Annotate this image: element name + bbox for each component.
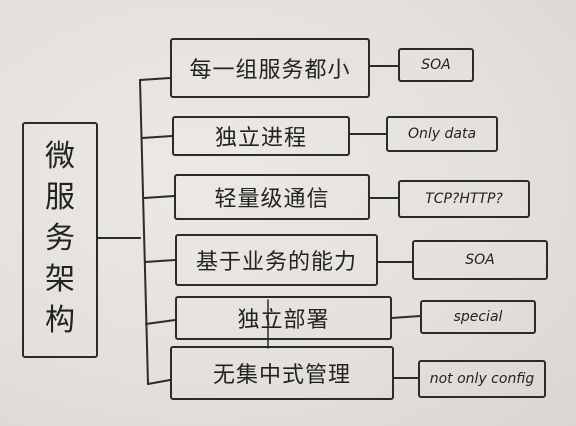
note-node-3: TCP?HTTP? (398, 180, 530, 218)
note-node-4: SOA (412, 240, 548, 280)
branch-connector-1 (139, 77, 171, 81)
note-label-4: SOA (465, 252, 495, 268)
branch-node-2: 独立进程 (172, 116, 350, 156)
note-connector-5 (391, 315, 421, 319)
branch-label-2: 独立进程 (214, 126, 307, 151)
branch-label-6: 无集中式管理 (212, 363, 351, 388)
note-label-2: Only data (407, 126, 477, 142)
branch-node-1: 每一组服务都小 (170, 38, 370, 98)
note-label-3: TCP?HTTP? (425, 191, 503, 207)
root-label: 微服务架构 (45, 139, 75, 338)
branch-connector-6 (147, 379, 171, 385)
branch-connector-3 (143, 195, 175, 199)
note-node-1: SOA (398, 48, 474, 82)
note-node-5: special (420, 300, 536, 334)
note-node-2: Only data (386, 116, 498, 152)
note-node-6: not only config (418, 360, 546, 398)
note-label-6: not only config (429, 371, 535, 387)
spine-line (139, 79, 149, 385)
branch-node-4: 基于业务的能力 (175, 234, 378, 286)
branch-node-6: 无集中式管理 (170, 346, 394, 400)
note-label-5: special (453, 309, 503, 325)
branch-label-1: 每一组服务都小 (189, 58, 351, 83)
branch-connector-5 (145, 319, 176, 325)
branch-label-3: 轻量级通信 (214, 187, 330, 212)
branch-node-5: 独立部署 (175, 296, 392, 340)
branch-label-5: 独立部署 (237, 308, 330, 333)
branch-label-4: 基于业务的能力 (195, 250, 357, 275)
branch-connector-2 (141, 135, 173, 139)
note-label-1: SOA (421, 57, 451, 73)
branch-connector-4 (144, 259, 176, 263)
root-node: 微服务架构 (22, 122, 98, 358)
branch-node-3: 轻量级通信 (174, 174, 370, 220)
